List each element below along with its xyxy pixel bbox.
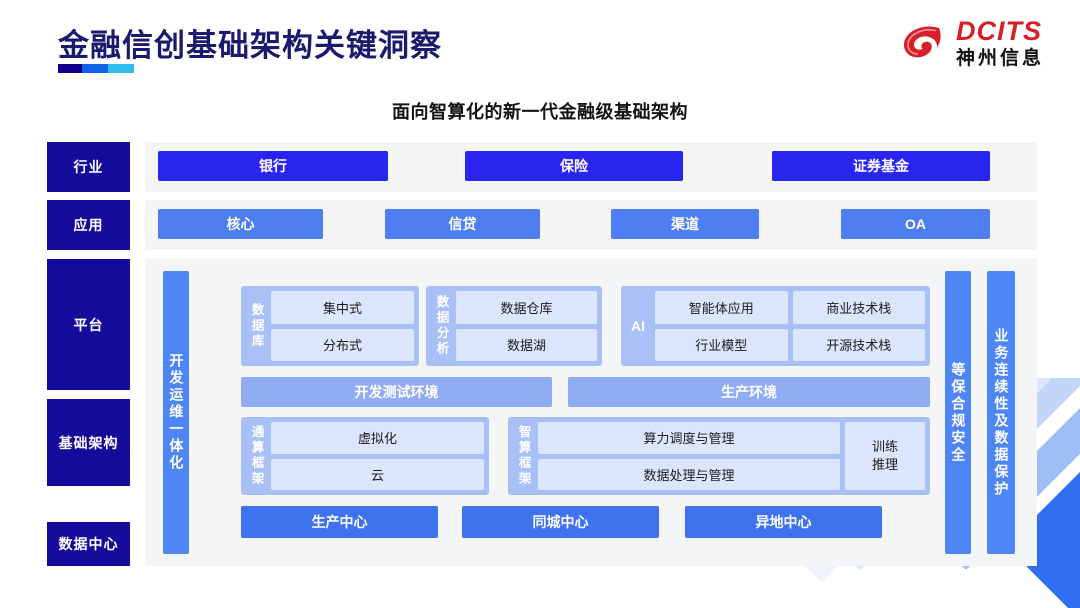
rail-industry: 行业 [47,142,130,192]
title-underline-bar [58,64,134,73]
pillar-devops-label: 开发运维一体化 [168,353,185,472]
pillar-business-continuity[interactable]: 业务连续性及数据保护 [987,271,1015,554]
group-data-analytics-label: 数据分析 [434,295,449,357]
group-intelligent-compute-label: 智算框架 [516,425,531,487]
intelligent-compute-scheduling[interactable]: 算力调度与管理 [538,422,840,454]
general-compute-virtualization[interactable]: 虚拟化 [271,422,484,454]
architecture-diagram: 行业 应用 平台 基础架构 数据中心 银行 保险 证券基金 核心 信贷 渠道 O… [47,142,1037,572]
pillar-compliance-security-label: 等保合规安全 [950,361,967,464]
group-ai-label: AI [631,318,645,334]
industry-insurance[interactable]: 保险 [465,151,683,181]
group-database[interactable]: 数据库 集中式 分布式 [241,286,419,366]
rail-platform: 平台 [47,259,130,390]
ai-agent-application[interactable]: 智能体应用 [655,291,788,324]
training-label: 训练 [871,439,898,455]
env-production[interactable]: 生产环境 [568,377,930,407]
pillar-business-continuity-label: 业务连续性及数据保护 [993,327,1010,498]
page-title: 金融信创基础架构关键洞察 [58,28,442,63]
env-dev-test[interactable]: 开发测试环境 [241,377,552,407]
pillar-compliance-security[interactable]: 等保合规安全 [945,271,971,554]
database-distributed[interactable]: 分布式 [271,328,414,361]
rail-datacenter: 数据中心 [47,522,130,566]
datacenter-production[interactable]: 生产中心 [241,506,438,538]
group-general-compute[interactable]: 通算框架 虚拟化 云 [241,417,489,495]
rail-application: 应用 [47,200,130,250]
intelligent-compute-data-processing[interactable]: 数据处理与管理 [538,458,840,490]
dcits-swirl-icon [899,19,947,67]
analytics-data-lake[interactable]: 数据湖 [456,328,597,361]
datacenter-remote[interactable]: 异地中心 [685,506,882,538]
platform-stack-panel: 开发运维一体化 等保合规安全 业务连续性及数据保护 数据库 集中式 分布式 [145,259,1037,566]
inference-label: 推理 [871,457,898,472]
brand-logo: DCITS 神州信息 [899,18,1044,68]
application-channel[interactable]: 渠道 [611,209,759,239]
group-database-label: 数据库 [249,302,264,350]
ai-industry-model[interactable]: 行业模型 [655,328,788,361]
application-credit[interactable]: 信贷 [385,209,540,239]
application-core[interactable]: 核心 [158,209,323,239]
ai-opensource-stack[interactable]: 开源技术栈 [792,328,925,361]
ai-commercial-stack[interactable]: 商业技术栈 [792,291,925,324]
group-ai[interactable]: AI 智能体应用 商业技术栈 行业模型 开源技术栈 [621,286,930,366]
datacenter-same-city[interactable]: 同城中心 [462,506,659,538]
training-inference-box[interactable]: 训练 推理 [845,422,925,490]
industry-band: 银行 保险 证券基金 [145,142,1037,192]
analytics-data-warehouse[interactable]: 数据仓库 [456,291,597,324]
slide-subtitle: 面向智算化的新一代金融级基础架构 [392,102,688,122]
logo-text-en: DCITS [955,16,1042,46]
application-oa[interactable]: OA [841,209,990,239]
logo-text-cn: 神州信息 [955,48,1044,69]
industry-bank[interactable]: 银行 [158,151,388,181]
group-general-compute-label: 通算框架 [249,425,264,487]
industry-securities-fund[interactable]: 证券基金 [772,151,990,181]
database-centralized[interactable]: 集中式 [271,291,414,324]
rail-infrastructure: 基础架构 [47,399,130,486]
group-intelligent-compute[interactable]: 智算框架 算力调度与管理 数据处理与管理 训练 推理 [508,417,930,495]
group-data-analytics[interactable]: 数据分析 数据仓库 数据湖 [426,286,602,366]
general-compute-cloud[interactable]: 云 [271,458,484,490]
application-band: 核心 信贷 渠道 OA [145,200,1037,250]
pillar-devops[interactable]: 开发运维一体化 [163,271,189,554]
